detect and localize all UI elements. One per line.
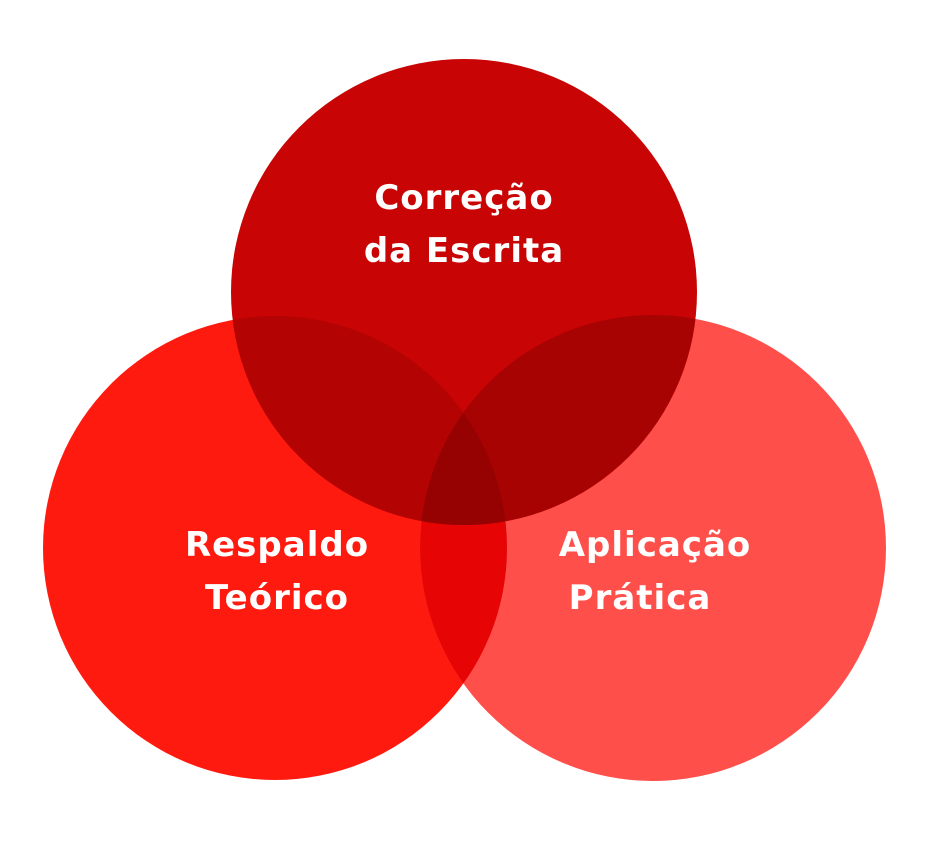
overlap-top-left <box>231 316 507 525</box>
label-right-line1: Aplicação <box>559 525 752 565</box>
label-left-line2: Teórico <box>205 578 349 618</box>
label-right-line2: Prática <box>569 578 712 618</box>
label-top-line1: Correção <box>374 178 553 218</box>
label-top-line2: da Escrita <box>364 231 564 271</box>
label-left-line1: Respaldo <box>185 525 369 565</box>
overlap-top-right <box>420 315 697 525</box>
